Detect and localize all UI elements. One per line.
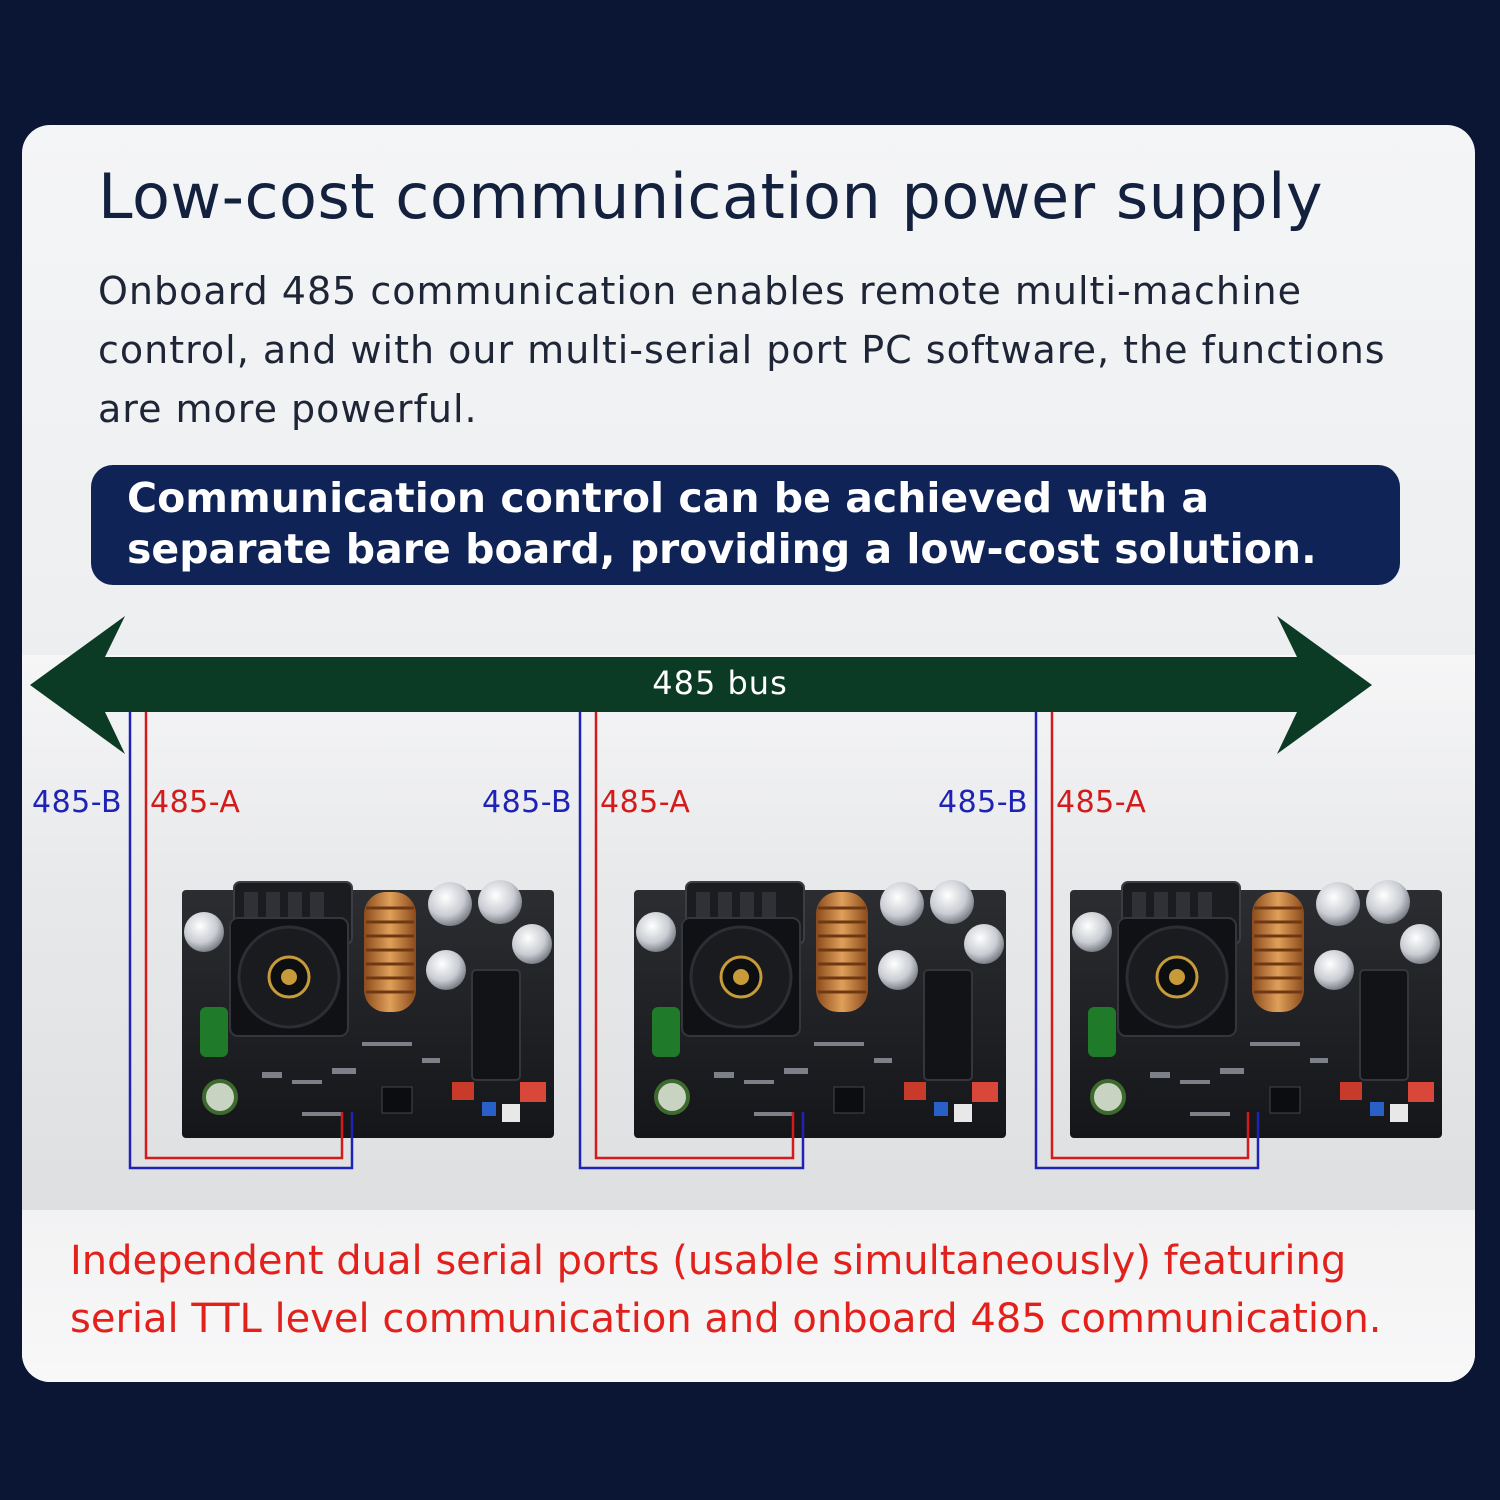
footer-text: Independent dual serial ports (usable si… — [70, 1238, 1382, 1342]
rs485-b-lines — [128, 712, 1260, 1170]
rs485-a-lines — [144, 712, 1250, 1160]
description-text: Onboard 485 communication enables remote… — [98, 269, 1386, 431]
board-1-485b-label: 485-B — [32, 785, 123, 820]
page-title: Low-cost communication power supply — [98, 160, 1324, 233]
power-board-2 — [632, 878, 1008, 1140]
banner-text: Communication control can be achieved wi… — [127, 474, 1317, 573]
bus-label: 485 bus — [652, 664, 788, 702]
board-2-485b-label: 485-B — [482, 785, 573, 820]
board-2-485a-label: 485-A — [600, 785, 691, 820]
footer-backdrop — [22, 1210, 1475, 1382]
power-board-1 — [180, 878, 556, 1140]
board-3-485b-label: 485-B — [938, 785, 1029, 820]
power-board-3 — [1068, 878, 1444, 1140]
bus-arrow — [30, 616, 1372, 754]
board-1-485a-label: 485-A — [150, 785, 241, 820]
highlight-banner: Communication control can be achieved wi… — [91, 465, 1400, 585]
board-3-485a-label: 485-A — [1056, 785, 1147, 820]
